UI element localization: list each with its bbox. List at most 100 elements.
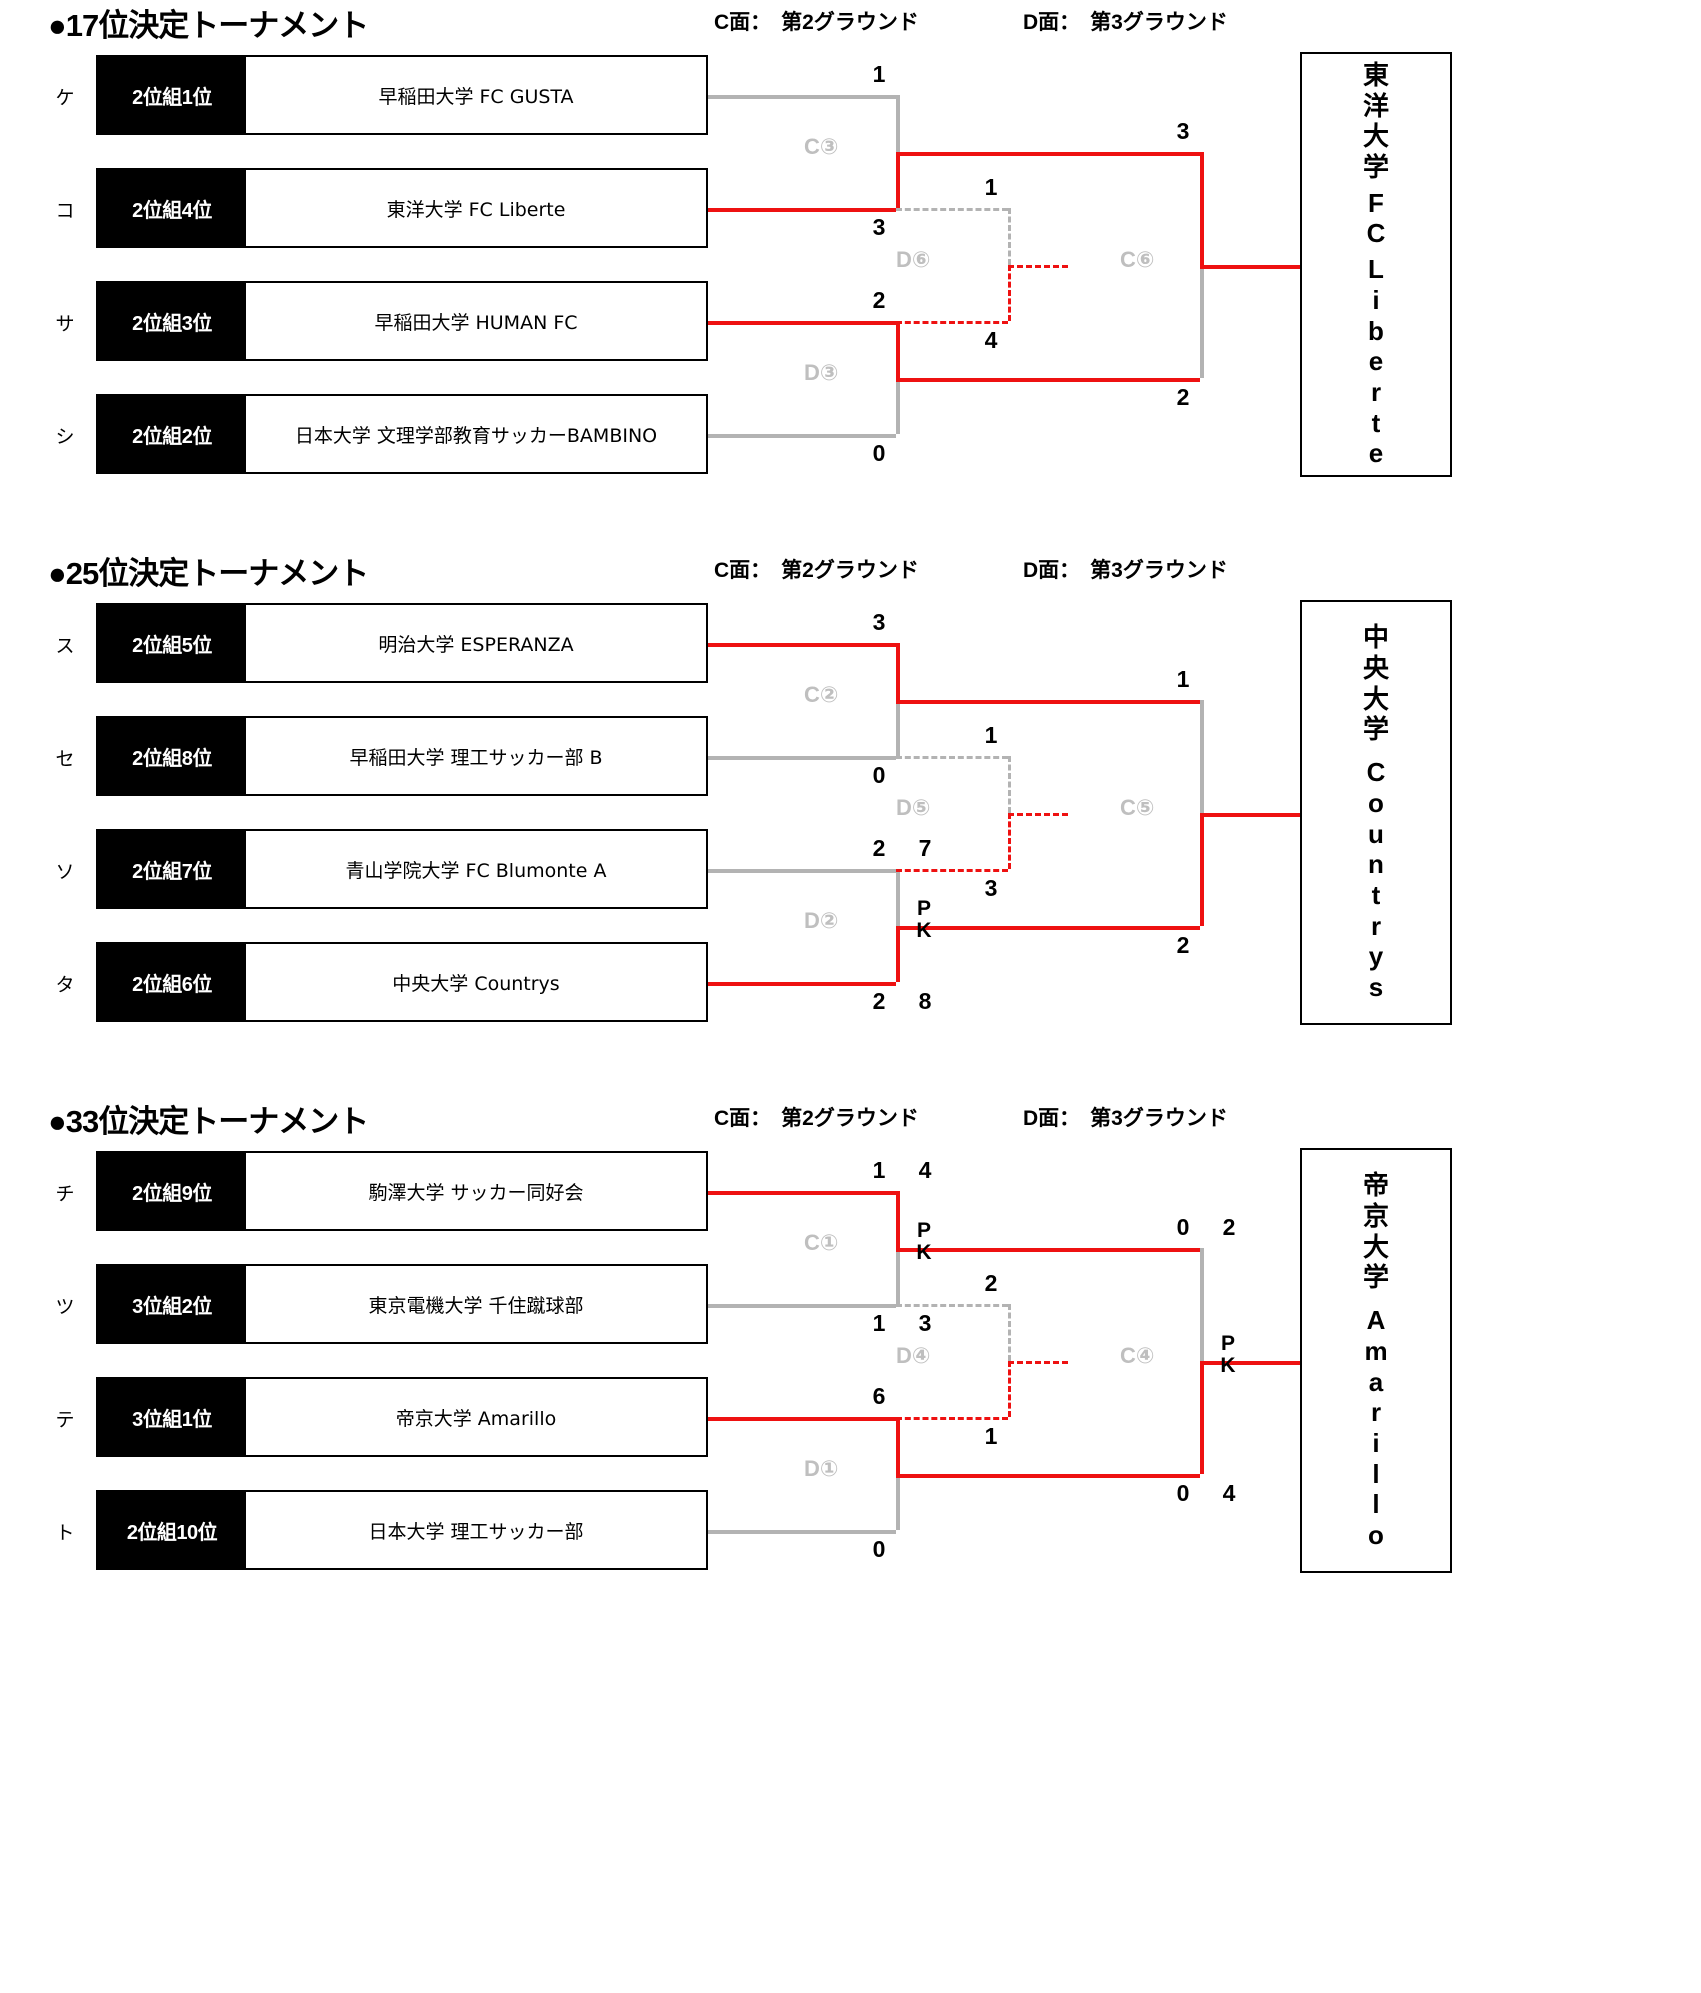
team-box[interactable]: 2位組9位駒澤大学 サッカー同好会	[96, 1151, 708, 1231]
score-sf-top-upper: 1	[872, 1157, 886, 1183]
winner-char: 中	[1362, 622, 1389, 653]
match-code-final: C④	[1120, 1342, 1155, 1368]
match-code-bottom: D①	[804, 1455, 839, 1481]
team-box[interactable]: 3位組1位 帝京大学 Amarillo	[96, 1377, 708, 1457]
venue-d-value: 第3グラウンド	[1090, 1107, 1228, 1130]
team-rank-badge: 2位組2位	[98, 396, 246, 472]
score-sf-bottom-upper: 6	[872, 1383, 886, 1409]
team-rank-badge: 2位組1位	[98, 57, 246, 133]
winner-char: e	[1368, 346, 1384, 377]
team-rank-badge: 2位組6位	[98, 944, 246, 1020]
winner-char: 学	[1362, 714, 1389, 745]
sf-top-upper-stem	[896, 643, 900, 700]
sf-top-lower-stem	[896, 1247, 900, 1304]
match-code-loser: D⑤	[896, 794, 931, 820]
sf-bottom-upper-stem	[896, 1417, 900, 1474]
score-loser-upper: 1	[984, 722, 998, 748]
sf-top-lower-line	[708, 208, 896, 212]
score-sf-bottom-upper-pk: 7	[918, 835, 932, 861]
score-loser-lower: 3	[984, 875, 998, 901]
winner-char: u	[1368, 818, 1384, 849]
venue-c-label: C面：	[714, 11, 772, 34]
match-code-top: C①	[804, 1229, 839, 1255]
venue-c-value: 第2グラウンド	[781, 11, 919, 34]
final-upper-stem	[1200, 699, 1204, 813]
team-box[interactable]: 2位組10位日本大学 理工サッカー部	[96, 1490, 708, 1570]
team-box[interactable]: 2位組5位明治大学 ESPERANZA	[96, 603, 708, 683]
winner-char: r	[1370, 910, 1382, 941]
sf-top-lower-stem	[896, 151, 900, 208]
seed-label: ソ	[55, 861, 75, 883]
team-box[interactable]: 2位組3位早稲田大学 HUMAN FC	[96, 281, 708, 361]
final-winner-line	[1200, 1360, 1300, 1365]
winner-char: 大	[1362, 683, 1389, 714]
winner-char: 帝	[1362, 1170, 1389, 1201]
final-lower-stem	[1200, 264, 1204, 378]
final-upper-stem	[1200, 151, 1204, 265]
sf-bottom-upper-line	[708, 321, 896, 325]
final-lower-stem	[1200, 812, 1204, 926]
team-box[interactable]: 2位組7位青山学院大学 FC Blumonte A	[96, 829, 708, 909]
loser-upper-stem	[1008, 1304, 1011, 1361]
sf-top-upper-stem	[896, 95, 900, 152]
team-name: 帝京大学 Amarillo	[395, 1407, 557, 1430]
score-sf-top-upper-pk: 4	[918, 1157, 932, 1183]
score-loser-upper: 1	[984, 174, 998, 200]
team-box[interactable]: 2位組8位早稲田大学 理工サッカー部 B	[96, 716, 708, 796]
team-box[interactable]: 2位組6位中央大学 Countrys	[96, 942, 708, 1022]
sf-bottom-winner-line	[896, 1473, 1200, 1478]
winner-char: b	[1368, 315, 1384, 346]
sf-top-winner-line	[896, 1247, 1200, 1252]
sf-top-upper-line	[708, 1191, 896, 1195]
sf-bottom-lower-line	[708, 1530, 896, 1534]
team-rank-badge: 2位組5位	[98, 605, 246, 681]
team-name: 駒澤大学 サッカー同好会	[368, 1181, 584, 1204]
winner-char: i	[1372, 1427, 1380, 1458]
loser-lower-line	[896, 321, 1008, 324]
winner-char: C	[1366, 757, 1386, 788]
sf-bottom-lower-stem	[896, 377, 900, 434]
loser-upper-stem	[1008, 208, 1011, 265]
winner-char: e	[1368, 438, 1384, 469]
score-final-lower-pk: 4	[1222, 1479, 1236, 1506]
venue-d: D面：第3グラウンド	[1023, 554, 1228, 584]
winner-char: 洋	[1362, 90, 1389, 121]
match-code-top: C③	[804, 133, 839, 159]
score-final-lower: 2	[1176, 931, 1190, 958]
venue-c-value: 第2グラウンド	[781, 559, 919, 582]
team-rank-badge: 3位組1位	[98, 1379, 246, 1455]
team-name: 東京電機大学 千住蹴球部	[368, 1294, 584, 1317]
winner-char: C	[1366, 218, 1386, 249]
sf-top-lower-line	[708, 1304, 896, 1308]
loser-lower-stem	[1008, 812, 1011, 869]
score-final-upper-pk: 2	[1222, 1213, 1236, 1240]
venue-c-value: 第2グラウンド	[781, 1107, 919, 1130]
team-box[interactable]: 2位組1位早稲田大学 FC GUSTA	[96, 55, 708, 135]
match-code-top: C②	[804, 681, 839, 707]
loser-upper-line	[896, 756, 1008, 759]
sf-bottom-lower-line	[708, 434, 896, 438]
team-box[interactable]: 3位組2位 東京電機大学 千住蹴球部	[96, 1264, 708, 1344]
winner-char: l	[1372, 1458, 1380, 1489]
score-sf-bottom-upper: 2	[872, 835, 886, 861]
loser-upper-line	[896, 1304, 1008, 1307]
team-rank-badge: 3位組2位	[98, 1266, 246, 1342]
venue-c: C面： 第2グラウンド	[714, 6, 919, 36]
team-rank-badge: 2位組4位	[98, 170, 246, 246]
score-sf-top-lower: 1	[872, 1310, 886, 1336]
venue-d-value: 第3グラウンド	[1090, 559, 1228, 582]
winner-char: n	[1368, 849, 1384, 880]
team-box[interactable]: 2位組2位 日本大学 文理学部教育サッカーBAMBINO	[96, 394, 708, 474]
sf-bottom-lower-stem	[896, 925, 900, 982]
team-name: 日本大学 文理学部教育サッカーBAMBINO	[294, 424, 658, 447]
sf-top-winner-line	[896, 151, 1200, 156]
team-box[interactable]: 2位組4位東洋大学 FC Liberte	[96, 168, 708, 248]
loser-winner-line	[1008, 812, 1068, 816]
score-loser-lower: 4	[984, 327, 998, 353]
winner-char: 学	[1362, 1262, 1389, 1293]
team-rank-badge: 2位組3位	[98, 283, 246, 359]
